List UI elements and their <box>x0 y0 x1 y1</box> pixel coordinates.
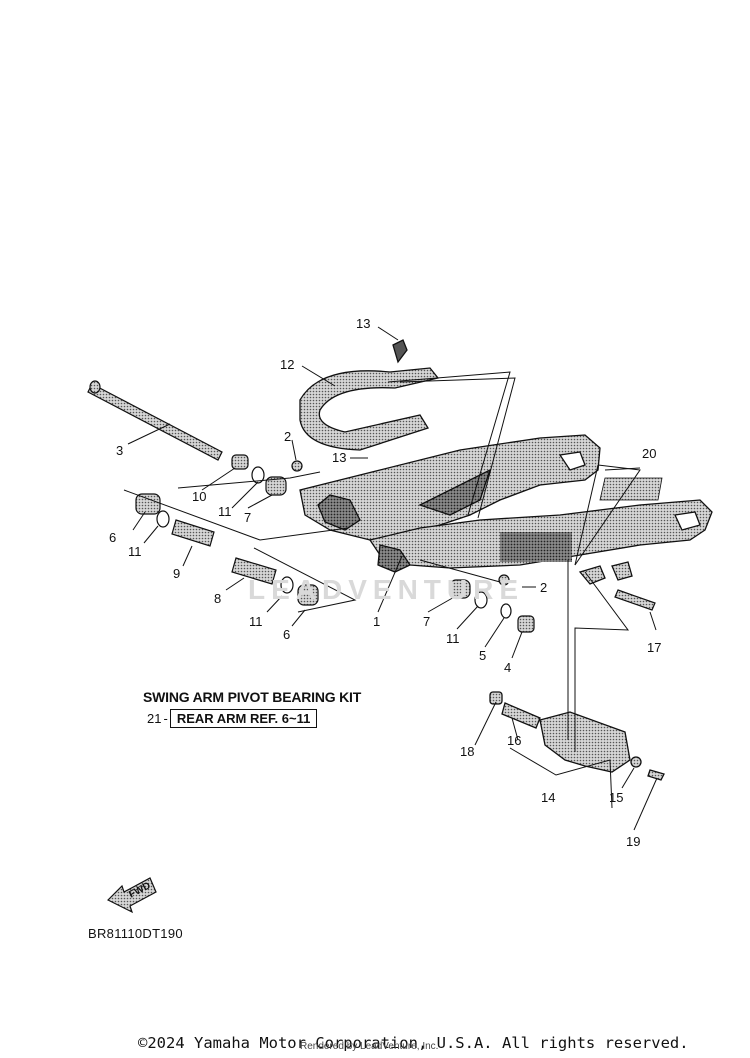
copyright: ©2024 Yamaha Motor Corporation, U.S.A. A… <box>138 1034 689 1052</box>
callout-13: 13 <box>332 450 346 465</box>
callout-6: 6 <box>283 627 290 642</box>
callout-numbers: 1 2 2 3 4 5 6 6 7 7 8 9 10 11 11 11 11 1… <box>109 316 661 849</box>
callout-2: 2 <box>284 429 291 444</box>
callout-13: 13 <box>356 316 370 331</box>
chain-guide <box>489 691 665 781</box>
callout-20: 20 <box>642 446 656 461</box>
callout-6: 6 <box>109 530 116 545</box>
callout-11: 11 <box>249 614 263 629</box>
callout-9: 9 <box>173 566 180 581</box>
kit-title: SWING ARM PIVOT BEARING KIT <box>143 689 362 705</box>
kit-dash: - <box>163 711 168 726</box>
fwd-arrow-icon: FWD <box>106 877 157 914</box>
callout-14: 14 <box>541 790 555 805</box>
callout-7: 7 <box>244 510 251 525</box>
kit-number: 21 <box>147 711 162 726</box>
leader-lines <box>123 326 658 831</box>
callout-19: 19 <box>626 834 640 849</box>
watermark: LEADVENTURE <box>248 574 525 605</box>
callout-18: 18 <box>460 744 474 759</box>
kit-ref-box: REAR ARM REF. 6~11 <box>169 709 318 728</box>
kit-reference: 21 - REAR ARM REF. 6~11 <box>147 709 318 728</box>
callout-11: 11 <box>218 504 232 519</box>
callout-1: 1 <box>373 614 380 629</box>
callout-16: 16 <box>507 733 521 748</box>
callout-3: 3 <box>116 443 123 458</box>
chain-slider <box>299 339 440 451</box>
swing-arm <box>299 434 713 585</box>
callout-2: 2 <box>540 580 547 595</box>
rendered-by: Rendered by LeadVenture, Inc. <box>300 1041 439 1052</box>
callout-4: 4 <box>504 660 511 675</box>
callout-11: 11 <box>446 631 460 646</box>
callout-10: 10 <box>192 489 206 504</box>
pivot-shaft <box>87 380 223 461</box>
callout-7: 7 <box>423 614 430 629</box>
callout-11: 11 <box>128 544 142 559</box>
pivot-parts <box>135 454 656 633</box>
callout-17: 17 <box>647 640 661 655</box>
callout-5: 5 <box>479 648 486 663</box>
callout-8: 8 <box>214 591 221 606</box>
label-sticker <box>599 477 663 501</box>
callout-15: 15 <box>609 790 623 805</box>
callout-12: 12 <box>280 357 294 372</box>
diagram-code: BR81110DT190 <box>88 926 183 941</box>
